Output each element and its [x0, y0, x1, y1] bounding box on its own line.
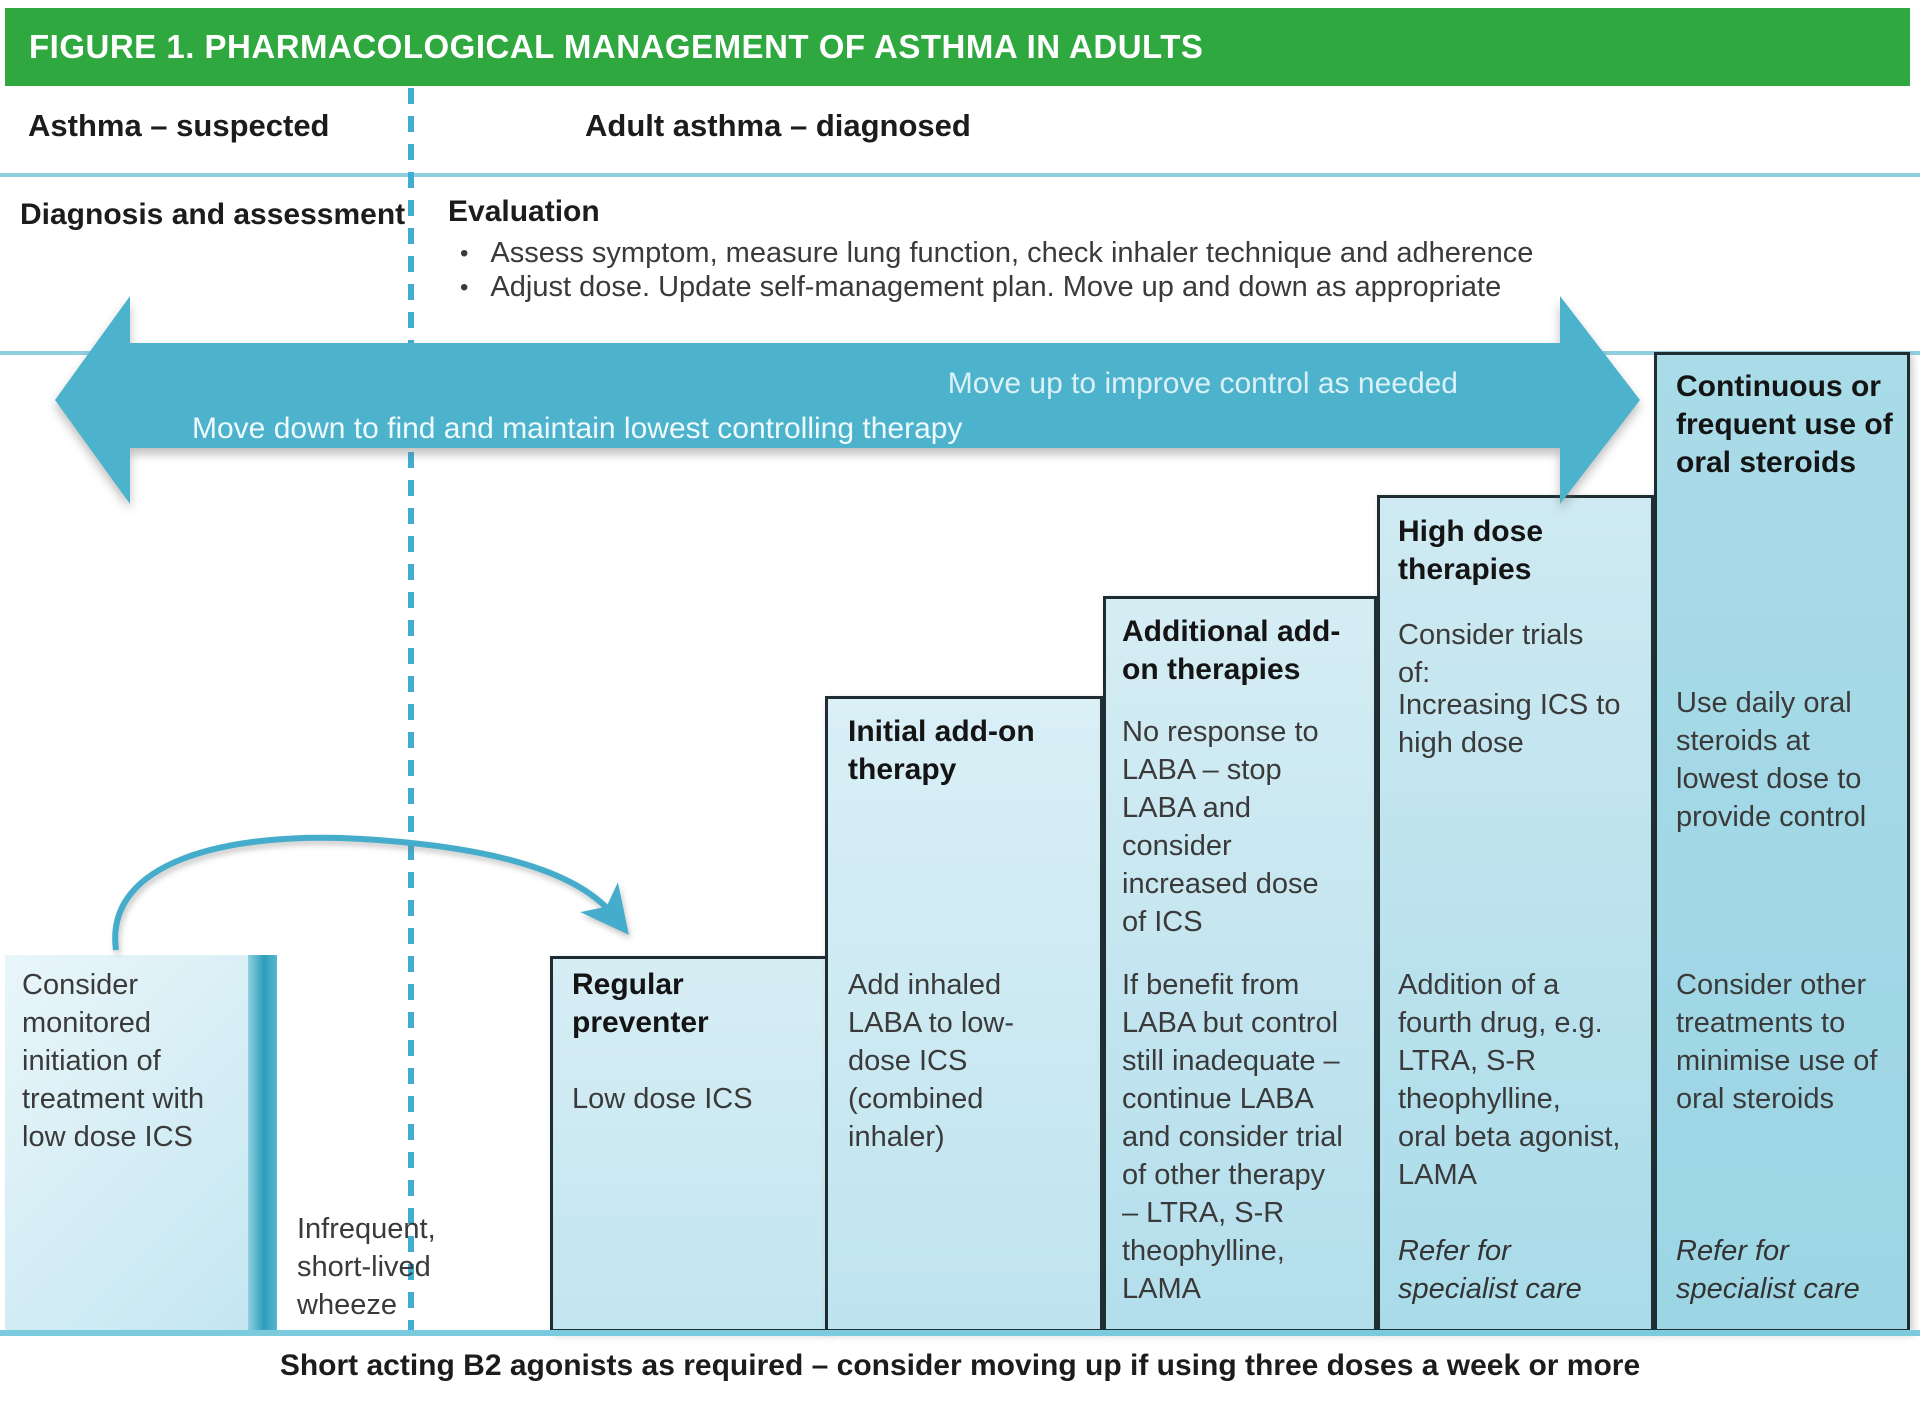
- curved-arrow-to-regular-preventer: [112, 834, 629, 951]
- evaluation-label: Evaluation: [448, 195, 600, 228]
- step6-refer-note: Refer for specialist care: [1676, 1235, 1860, 1305]
- figure-title: FIGURE 1. PHARMACOLOGICAL MANAGEMENT OF …: [29, 28, 1204, 65]
- step2-body: Low dose ICS: [572, 1083, 753, 1115]
- step3-body: Add inhaled LABA to low- dose ICS (combi…: [848, 969, 1015, 1153]
- suspected-diagnosed-dashed-divider: [408, 88, 414, 1330]
- step-box-edge-stripe: [248, 955, 277, 1332]
- evaluation-bullet-2-text: Adjust dose. Update self-management plan…: [490, 271, 1502, 303]
- step5-refer-note: Refer for specialist care: [1398, 1235, 1582, 1305]
- step5-title: High dose therapies: [1398, 515, 1544, 586]
- step-box-additional-add-on: [1103, 596, 1377, 1332]
- evaluation-bullet-1-text: Assess symptom, measure lung function, c…: [490, 237, 1534, 269]
- diagnosis-assessment-label: Diagnosis and assessment: [20, 198, 406, 231]
- column-header-diagnosed: Adult asthma – diagnosed: [585, 108, 971, 143]
- step3-title: Initial add-on therapy: [848, 715, 1035, 786]
- step4-title: Additional add- on therapies: [1122, 615, 1341, 686]
- step-box-regular-preventer: [550, 956, 828, 1332]
- step-box-high-dose: [1377, 495, 1654, 1332]
- step4-body-1: No response to LABA – stop LABA and cons…: [1122, 716, 1319, 938]
- step6-title: Continuous or frequent use of oral stero…: [1676, 370, 1893, 479]
- evaluation-bullet-2: • Adjust dose. Update self-management pl…: [460, 271, 1501, 305]
- step-box-monitored-initiation: [5, 955, 248, 1332]
- step6-body-2: Consider other treatments to minimise us…: [1676, 969, 1878, 1115]
- step4-body-2: If benefit from LABA but control still i…: [1122, 969, 1343, 1305]
- saba-footer-text: Short acting B2 agonists as required – c…: [279, 1349, 1641, 1382]
- step5-subtitle: Consider trials of:: [1398, 619, 1584, 689]
- step5-body-2: Addition of a fourth drug, e.g. LTRA, S-…: [1398, 969, 1621, 1191]
- header-divider-line: [0, 173, 1920, 177]
- footer-divider-line: [0, 1330, 1920, 1336]
- figure-title-bar: FIGURE 1. PHARMACOLOGICAL MANAGEMENT OF …: [5, 8, 1910, 86]
- bullet-icon: •: [460, 274, 469, 301]
- step2-title: Regular preventer: [572, 968, 709, 1039]
- step6-body-1: Use daily oral steroids at lowest dose t…: [1676, 687, 1867, 833]
- move-down-label: Move down to find and maintain lowest co…: [192, 412, 963, 445]
- step1-wheeze-note: Infrequent, short-lived wheeze: [297, 1213, 436, 1321]
- move-up-label: Move up to improve control as needed: [947, 367, 1458, 400]
- step5-body-1: Increasing ICS to high dose: [1398, 689, 1621, 759]
- column-header-suspected: Asthma – suspected: [28, 108, 330, 143]
- evaluation-divider-line: [0, 351, 1920, 355]
- step-box-oral-steroids: [1654, 352, 1910, 1332]
- step1-body: Consider monitored initiation of treatme…: [22, 969, 205, 1153]
- bullet-icon: •: [460, 240, 469, 267]
- evaluation-bullet-1: • Assess symptom, measure lung function,…: [460, 237, 1533, 271]
